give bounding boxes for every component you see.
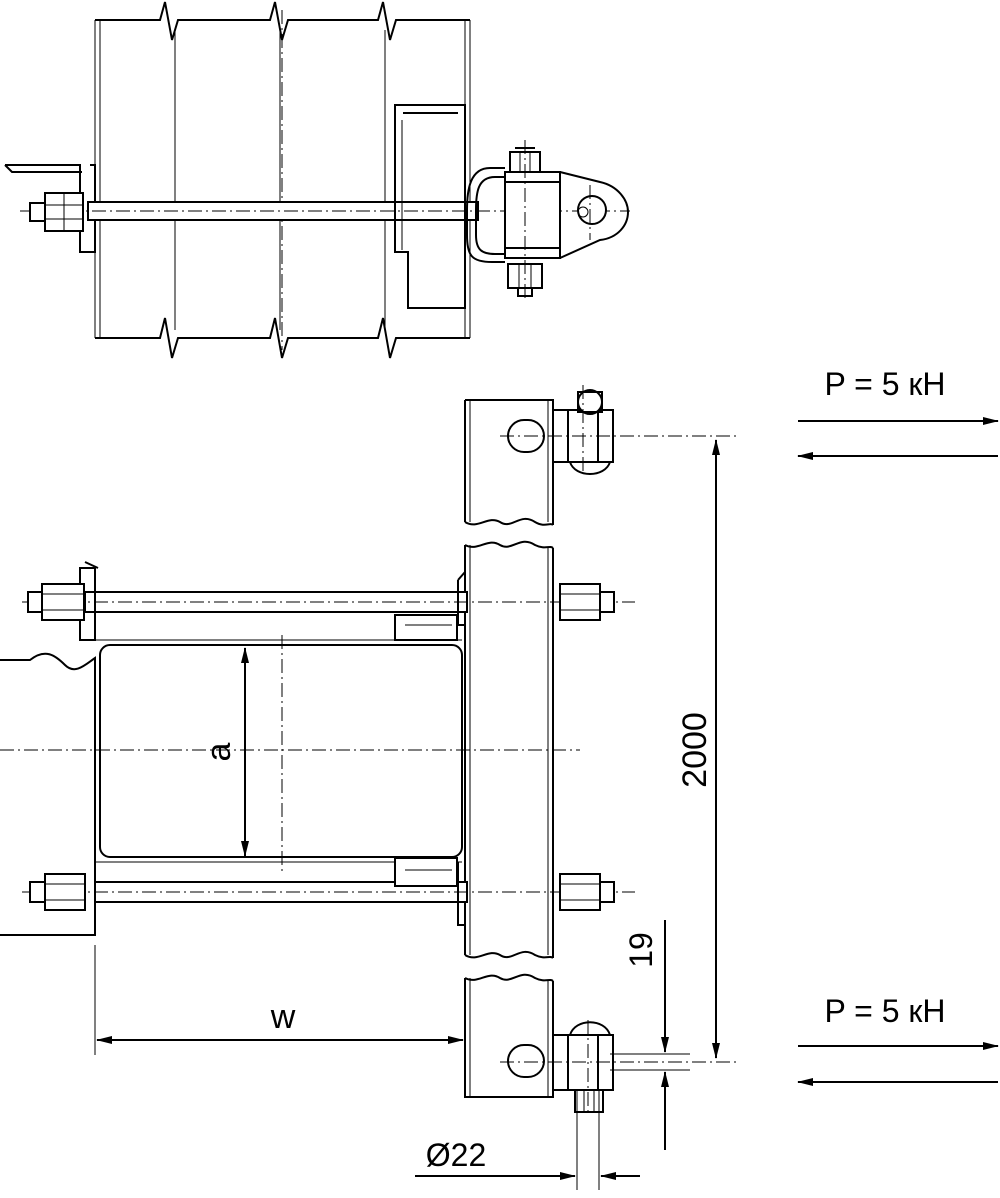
top-view-left-nut xyxy=(29,192,84,232)
force-bottom: P = 5 кН xyxy=(797,993,999,1086)
front-view-leg xyxy=(464,399,554,1098)
top-view-mast xyxy=(94,1,471,359)
top-view-angle-bracket xyxy=(4,164,96,253)
dim-w-label: w xyxy=(270,998,296,1036)
front-view-bottom-clevis xyxy=(500,1020,740,1113)
top-view xyxy=(4,1,630,359)
force-bottom-label: P = 5 кН xyxy=(824,993,945,1029)
top-view-channel-clamp xyxy=(394,104,466,309)
top-view-shackle xyxy=(466,140,630,300)
force-top-label: P = 5 кН xyxy=(824,366,945,402)
dim-a-label: a xyxy=(200,742,238,761)
force-top: P = 5 кН xyxy=(797,366,999,460)
dim-diameter-label: Ø22 xyxy=(426,1137,486,1173)
dim-19-label: 19 xyxy=(623,932,659,968)
front-view-lower-rod xyxy=(22,857,635,926)
dim-w: w xyxy=(94,945,464,1055)
front-view-upper-rod xyxy=(22,561,635,641)
front-view-top-clevis xyxy=(500,385,740,475)
dim-19: 19 xyxy=(610,920,690,1150)
dim-diameter: Ø22 xyxy=(415,1090,640,1190)
dim-2000-label: 2000 xyxy=(676,712,714,788)
dim-a: a xyxy=(200,647,249,857)
front-view: a w 2000 19 Ø22 P = 5 кН xyxy=(0,366,999,1190)
dim-2000: 2000 xyxy=(676,439,720,1059)
